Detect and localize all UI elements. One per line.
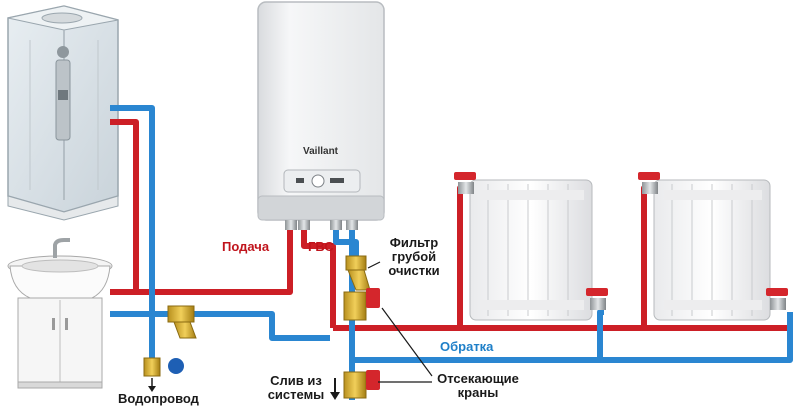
drain-arrow-icon (330, 378, 340, 400)
supply-label: Подача (222, 239, 270, 254)
coarse-filter-label: Фильтр грубой очистки (374, 236, 454, 278)
radiator-valve-left-top (454, 172, 476, 194)
drain-label-line-2: системы (267, 387, 325, 402)
coarse-filter-label-line-3: очистки (388, 263, 440, 278)
pointer-lines (367, 261, 433, 383)
radiator-valve-right-bottom (766, 288, 788, 310)
return-label: Обратка (440, 339, 494, 354)
water-main-label: Водопровод (118, 391, 199, 406)
coarse-filter-boiler (345, 255, 371, 291)
shutoff-valves-label-line-2: краны (457, 385, 499, 400)
radiator-valve-right-top (638, 172, 660, 194)
shutoff-valve-drain (343, 370, 380, 399)
shutoff-valves-label-line-1: Отсекающие (437, 371, 519, 386)
radiator-left (469, 179, 593, 321)
coarse-filter-label-line-2: грубой (391, 249, 437, 264)
coarse-filter-water (167, 305, 197, 339)
shutoff-valves-label: Отсекающие краны (432, 372, 524, 400)
drain-label: Слив из системы (262, 374, 330, 402)
hot-water-label: ГВС (308, 239, 334, 254)
water-main-arrow-icon (148, 378, 156, 392)
wash-basin (7, 238, 113, 389)
shutoff-valve-upper (343, 288, 380, 321)
boiler-brand-logo: Vaillant (303, 146, 339, 157)
main-water-valve (143, 357, 184, 377)
coarse-filter-label-line-1: Фильтр (389, 235, 439, 250)
gas-boiler (257, 1, 385, 230)
drain-label-line-1: Слив из (270, 373, 322, 388)
radiator-right (653, 179, 771, 321)
shower-cabin (7, 5, 119, 221)
radiator-valve-left-bottom (586, 288, 608, 310)
